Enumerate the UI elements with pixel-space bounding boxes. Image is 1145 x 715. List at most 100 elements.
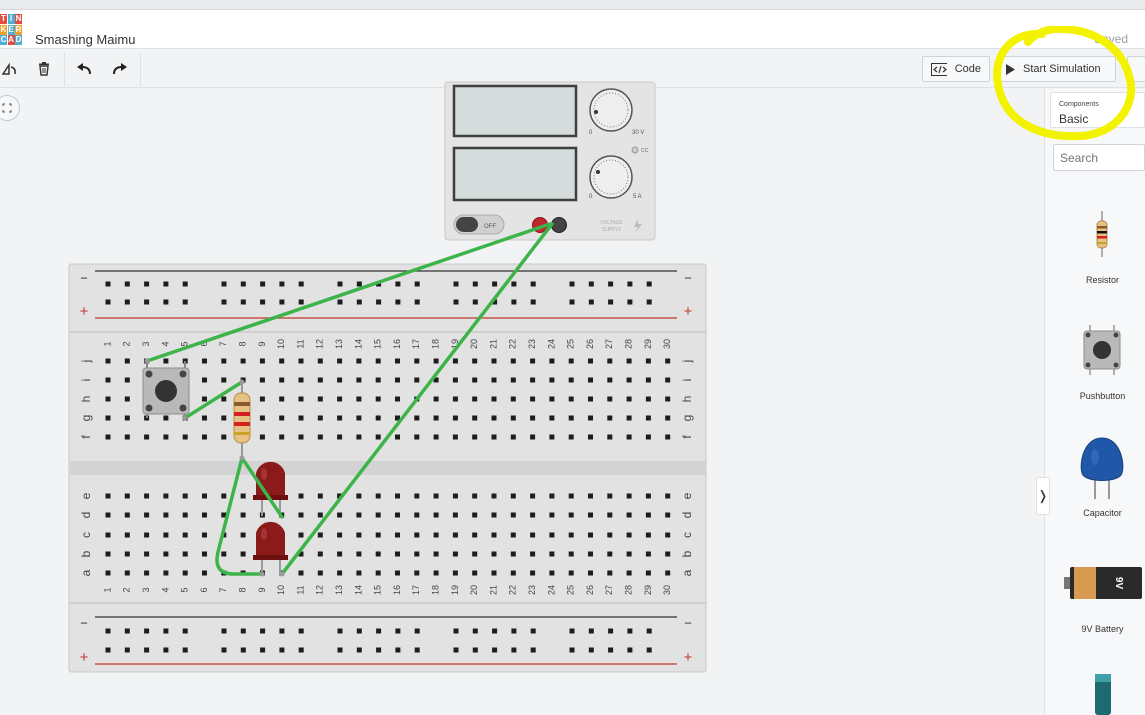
breadboard-hole[interactable] bbox=[472, 396, 478, 402]
breadboard-hole[interactable] bbox=[221, 628, 227, 634]
breadboard-hole[interactable] bbox=[240, 512, 246, 518]
negative-terminal[interactable] bbox=[551, 217, 567, 233]
breadboard-hole[interactable] bbox=[182, 647, 188, 653]
breadboard-hole[interactable] bbox=[182, 299, 188, 305]
breadboard-hole[interactable] bbox=[645, 415, 651, 421]
breadboard-hole[interactable] bbox=[510, 377, 516, 383]
breadboard-hole[interactable] bbox=[298, 281, 304, 287]
pushbutton-component[interactable] bbox=[142, 361, 190, 418]
breadboard-hole[interactable] bbox=[375, 434, 381, 440]
breadboard-hole[interactable] bbox=[279, 396, 285, 402]
breadboard-hole[interactable] bbox=[665, 493, 671, 499]
breadboard-hole[interactable] bbox=[395, 358, 400, 364]
breadboard-hole[interactable] bbox=[298, 377, 304, 383]
breadboard-hole[interactable] bbox=[491, 415, 497, 421]
breadboard-hole[interactable] bbox=[472, 628, 478, 634]
breadboard-hole[interactable] bbox=[472, 532, 478, 538]
breadboard-hole[interactable] bbox=[144, 570, 150, 576]
breadboard-hole[interactable] bbox=[665, 551, 671, 557]
breadboard-hole[interactable] bbox=[182, 493, 188, 499]
breadboard-hole[interactable] bbox=[452, 493, 458, 499]
breadboard-hole[interactable] bbox=[433, 415, 439, 421]
breadboard-hole[interactable] bbox=[588, 377, 593, 383]
breadboard-hole[interactable] bbox=[221, 281, 227, 287]
breadboard-hole[interactable] bbox=[414, 532, 420, 538]
breadboard-hole[interactable] bbox=[626, 396, 632, 402]
breadboard-hole[interactable] bbox=[646, 281, 652, 287]
breadboard-hole[interactable] bbox=[414, 570, 420, 576]
breadboard-hole[interactable] bbox=[279, 299, 285, 305]
collapse-panel-button[interactable]: ❭ bbox=[1036, 477, 1050, 515]
breadboard-hole[interactable] bbox=[568, 377, 574, 383]
breadboard-hole[interactable] bbox=[549, 551, 555, 557]
breadboard-hole[interactable] bbox=[568, 358, 574, 364]
breadboard-hole[interactable] bbox=[259, 434, 265, 440]
breadboard-hole[interactable] bbox=[182, 570, 188, 576]
breadboard-hole[interactable] bbox=[530, 415, 536, 421]
breadboard-hole[interactable] bbox=[337, 377, 343, 383]
breadboard-hole[interactable] bbox=[452, 415, 458, 421]
breadboard-hole[interactable] bbox=[221, 551, 227, 557]
breadboard-hole[interactable] bbox=[568, 551, 574, 557]
breadboard-hole[interactable] bbox=[105, 281, 111, 287]
breadboard-hole[interactable] bbox=[472, 281, 478, 287]
breadboard-hole[interactable] bbox=[569, 299, 575, 305]
breadboard-hole[interactable] bbox=[491, 570, 497, 576]
breadboard-hole[interactable] bbox=[144, 281, 150, 287]
breadboard-hole[interactable] bbox=[259, 415, 265, 421]
breadboard-hole[interactable] bbox=[395, 628, 401, 634]
breadboard-hole[interactable] bbox=[182, 281, 188, 287]
breadboard-hole[interactable] bbox=[124, 628, 130, 634]
breadboard-hole[interactable] bbox=[433, 493, 439, 499]
breadboard-hole[interactable] bbox=[163, 551, 169, 557]
breadboard-hole[interactable] bbox=[452, 434, 458, 440]
breadboard-hole[interactable] bbox=[608, 628, 614, 634]
breadboard-hole[interactable] bbox=[337, 358, 343, 364]
breadboard-hole[interactable] bbox=[298, 532, 304, 538]
breadboard-hole[interactable] bbox=[433, 551, 439, 557]
breadboard-hole[interactable] bbox=[124, 532, 130, 538]
breadboard-hole[interactable] bbox=[105, 377, 111, 383]
breadboard-hole[interactable] bbox=[298, 647, 304, 653]
breadboard-hole[interactable] bbox=[646, 299, 652, 305]
breadboard-hole[interactable] bbox=[588, 647, 594, 653]
breadboard-hole[interactable] bbox=[491, 551, 497, 557]
breadboard-hole[interactable] bbox=[433, 396, 439, 402]
breadboard-hole[interactable] bbox=[395, 281, 401, 287]
breadboard-hole[interactable] bbox=[182, 434, 188, 440]
breadboard-hole[interactable] bbox=[665, 512, 671, 518]
breadboard-hole[interactable] bbox=[259, 396, 265, 402]
breadboard-hole[interactable] bbox=[376, 299, 382, 305]
breadboard-hole[interactable] bbox=[530, 396, 536, 402]
breadboard-hole[interactable] bbox=[105, 628, 111, 634]
power-supply[interactable]: 0 30 V 0 5 A CC OFF VOLTAGE SUPPLY bbox=[444, 81, 656, 241]
breadboard-hole[interactable] bbox=[163, 281, 169, 287]
resistor-thumb-icon[interactable] bbox=[1092, 211, 1112, 257]
breadboard-hole[interactable] bbox=[163, 493, 169, 499]
breadboard-hole[interactable] bbox=[530, 512, 536, 518]
breadboard-hole[interactable] bbox=[568, 493, 574, 499]
breadboard-hole[interactable] bbox=[337, 299, 343, 305]
breadboard-hole[interactable] bbox=[202, 434, 207, 440]
circuit-canvas[interactable]: 0 30 V 0 5 A CC OFF VOLTAGE SUPPLY 11223… bbox=[0, 0, 1040, 715]
breadboard-hole[interactable] bbox=[568, 570, 574, 576]
breadboard-hole[interactable] bbox=[569, 628, 575, 634]
breadboard-hole[interactable] bbox=[588, 493, 593, 499]
breadboard-hole[interactable] bbox=[124, 493, 130, 499]
breadboard-hole[interactable] bbox=[414, 551, 420, 557]
breadboard-hole[interactable] bbox=[240, 299, 246, 305]
breadboard-hole[interactable] bbox=[124, 647, 130, 653]
breadboard-hole[interactable] bbox=[105, 647, 111, 653]
breadboard-hole[interactable] bbox=[298, 493, 304, 499]
breadboard-hole[interactable] bbox=[569, 647, 575, 653]
capacitor-thumb-icon[interactable] bbox=[1078, 437, 1126, 501]
breadboard-hole[interactable] bbox=[627, 628, 633, 634]
breadboard-hole[interactable] bbox=[298, 570, 304, 576]
breadboard-hole[interactable] bbox=[202, 415, 207, 421]
breadboard-hole[interactable] bbox=[124, 358, 130, 364]
breadboard-hole[interactable] bbox=[259, 358, 265, 364]
breadboard-hole[interactable] bbox=[298, 299, 304, 305]
breadboard-hole[interactable] bbox=[395, 570, 400, 576]
breadboard-hole[interactable] bbox=[163, 647, 169, 653]
breadboard-hole[interactable] bbox=[645, 396, 651, 402]
